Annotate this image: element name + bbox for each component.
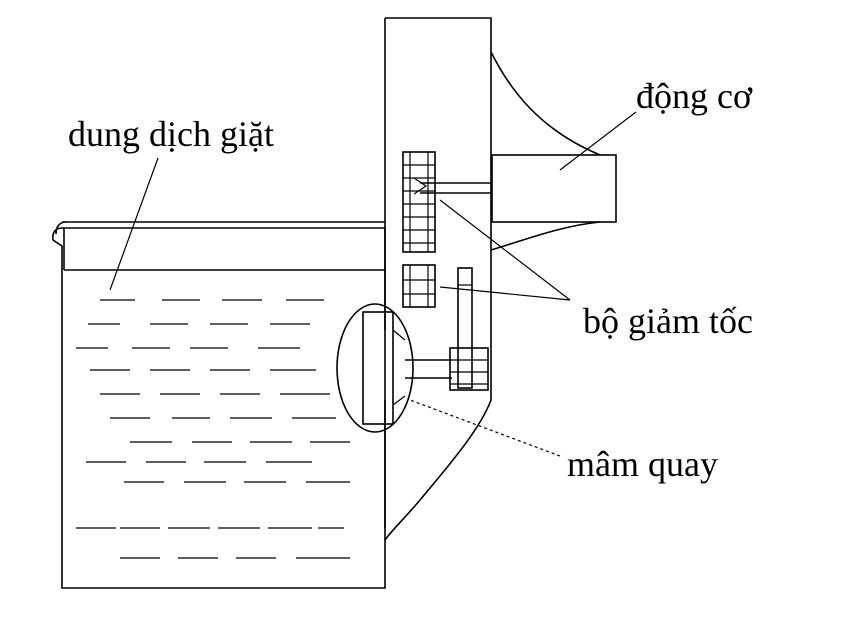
washing-tub: [52, 221, 386, 589]
reducer-lower-gear: [402, 264, 436, 308]
drive-link: [457, 267, 473, 389]
label-reducer: bộ giảm tốc: [583, 301, 753, 341]
motor-shaft: [420, 182, 492, 194]
housing-column: [384, 17, 492, 541]
motor: [491, 154, 617, 223]
detergent-liquid: [76, 299, 350, 559]
label-motor: động cơ: [636, 76, 753, 116]
leader-lines: [109, 111, 637, 457]
motor-bracket: [490, 51, 601, 251]
label-detergent: dung dịch giặt: [68, 114, 274, 154]
reducer-upper-gear: [402, 151, 436, 253]
label-turntable: mâm quay: [567, 444, 718, 484]
small-drive-gear: [449, 347, 489, 391]
turntable: [336, 303, 414, 433]
